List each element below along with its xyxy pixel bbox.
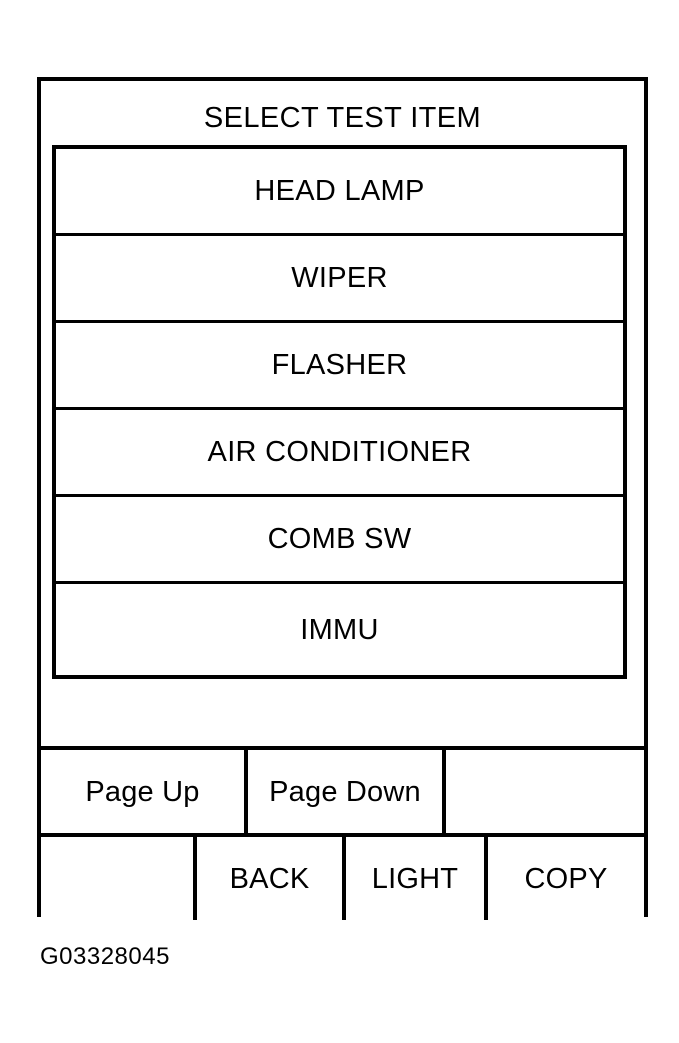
test-item-list: HEAD LAMP WIPER FLASHER AIR CONDITIONER …: [52, 145, 627, 679]
page-up-button[interactable]: Page Up: [41, 750, 244, 833]
softkey-row-bottom: BACK LIGHT COPY: [41, 837, 644, 920]
softkey-bottom-blank[interactable]: [41, 837, 193, 920]
list-item[interactable]: HEAD LAMP: [56, 149, 623, 236]
page-down-button[interactable]: Page Down: [244, 750, 442, 833]
list-item-label: IMMU: [300, 613, 379, 646]
copy-button[interactable]: COPY: [484, 837, 644, 920]
page-title: SELECT TEST ITEM: [203, 102, 482, 134]
list-item-label: AIR CONDITIONER: [207, 436, 472, 468]
list-item[interactable]: AIR CONDITIONER: [56, 410, 623, 497]
back-button[interactable]: BACK: [193, 837, 342, 920]
figure-caption: G03328045: [40, 943, 170, 970]
softkey-row-top: Page Up Page Down: [41, 750, 644, 837]
light-button[interactable]: LIGHT: [342, 837, 484, 920]
list-item-label: WIPER: [291, 262, 388, 294]
softkey-area: Page Up Page Down BACK LIGHT COPY: [41, 746, 644, 920]
scan-tool-screen-frame: SELECT TEST ITEM HEAD LAMP WIPER FLASHER…: [37, 77, 648, 920]
list-item[interactable]: COMB SW: [56, 497, 623, 584]
list-item[interactable]: IMMU: [56, 584, 623, 675]
list-item[interactable]: WIPER: [56, 236, 623, 323]
list-item-label: HEAD LAMP: [254, 175, 425, 207]
list-item-label: FLASHER: [271, 349, 408, 381]
list-item[interactable]: FLASHER: [56, 323, 623, 410]
softkey-top-blank[interactable]: [442, 750, 644, 833]
list-item-label: COMB SW: [267, 523, 412, 555]
